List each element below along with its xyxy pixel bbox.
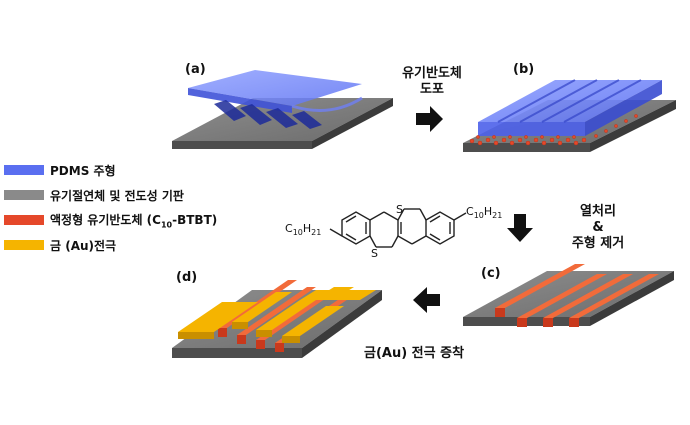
legend-item-pdms: PDMS 주형 — [4, 161, 217, 179]
arrow-b-to-c — [507, 214, 533, 242]
substrate-d-side — [302, 290, 382, 358]
panel-d-illustration — [172, 280, 382, 358]
subst-right-h: H — [483, 205, 493, 218]
subst-left-h: H — [302, 222, 312, 235]
gold-electrodes — [178, 287, 376, 343]
legend: PDMS 주형 유기절연체 및 전도성 기판 액정형 유기반도체 (C10-BT… — [4, 161, 217, 261]
legend-swatch-substrate — [4, 190, 44, 200]
substrate-b-side — [590, 100, 676, 152]
legend-osc-sub: 10 — [160, 220, 173, 230]
legend-label-substrate: 유기절연체 및 전도성 기판 — [50, 188, 184, 203]
subst-left-c: C — [285, 222, 293, 235]
step-coating-label: 유기반도체 도포 — [396, 66, 468, 98]
legend-osc-prefix: 액정형 유기반도체 (C — [50, 212, 161, 227]
panel-b-illustration — [463, 79, 676, 152]
legend-item-osc: 액정형 유기반도체 (C10-BTBT) — [4, 211, 217, 229]
arrow-a-to-b — [416, 106, 443, 132]
legend-item-gold: 금 (Au)전극 — [4, 236, 217, 254]
molecule-atom-s-top: S — [396, 203, 403, 216]
legend-label-pdms: PDMS 주형 — [50, 163, 116, 178]
legend-item-substrate: 유기절연체 및 전도성 기판 — [4, 186, 217, 204]
panel-label-b: (b) — [513, 62, 535, 77]
legend-swatch-gold — [4, 240, 44, 250]
osc-droplets — [469, 114, 638, 146]
panel-a-illustration — [172, 70, 393, 149]
pdms-mold-a-edge — [188, 88, 292, 113]
btbt-molecule — [329, 208, 467, 248]
panel-label-d: (d) — [176, 270, 198, 285]
substrate-c-side — [590, 271, 674, 326]
panel-label-c: (c) — [481, 266, 501, 281]
pdms-mold-b-top — [478, 80, 662, 122]
step-deposit-label: 금(Au) 전극 증착 — [364, 346, 465, 361]
pdms-mold-b-front — [478, 122, 585, 136]
legend-swatch-pdms — [4, 165, 44, 175]
pdms-mold-a-grooves — [214, 100, 322, 129]
legend-osc-suffix: -BTBT) — [172, 212, 218, 227]
legend-swatch-osc — [4, 215, 44, 225]
substrate-a-side — [312, 98, 393, 149]
molecule-substituent-right: C10H21 — [466, 205, 502, 220]
step-anneal-line3: 주형 제거 — [571, 236, 625, 251]
subst-left-sub2: 21 — [311, 228, 322, 238]
panel-label-a: (a) — [185, 62, 206, 77]
step-anneal-label: 열처리 & 주형 제거 — [558, 204, 638, 252]
legend-label-osc: 액정형 유기반도체 (C10-BTBT) — [50, 211, 217, 229]
arrow-c-to-d — [413, 287, 440, 313]
subst-right-c: C — [466, 205, 474, 218]
molecule-atom-s-bottom: S — [371, 247, 378, 260]
substrate-b-front — [463, 143, 590, 152]
pdms-mold-b-channels — [497, 79, 642, 123]
step-anneal-line1: 열처리 — [580, 204, 616, 219]
subst-left-sub1: 10 — [292, 228, 303, 238]
pdms-mold-b-side — [585, 80, 662, 136]
osc-stripes-c — [495, 264, 659, 327]
step-coating-line1: 유기반도체 — [402, 66, 462, 81]
subst-right-sub2: 21 — [492, 211, 503, 221]
legend-label-gold: 금 (Au)전극 — [50, 238, 117, 253]
substrate-a-front — [172, 141, 312, 149]
molecule-substituent-left: C10H21 — [285, 222, 321, 237]
step-coating-line2: 도포 — [420, 82, 444, 97]
step-anneal-line2: & — [592, 220, 604, 235]
substrate-d-front — [172, 348, 302, 358]
pdms-mold-a — [188, 70, 362, 106]
subst-right-sub1: 10 — [473, 211, 484, 221]
panel-c-illustration — [463, 264, 674, 327]
